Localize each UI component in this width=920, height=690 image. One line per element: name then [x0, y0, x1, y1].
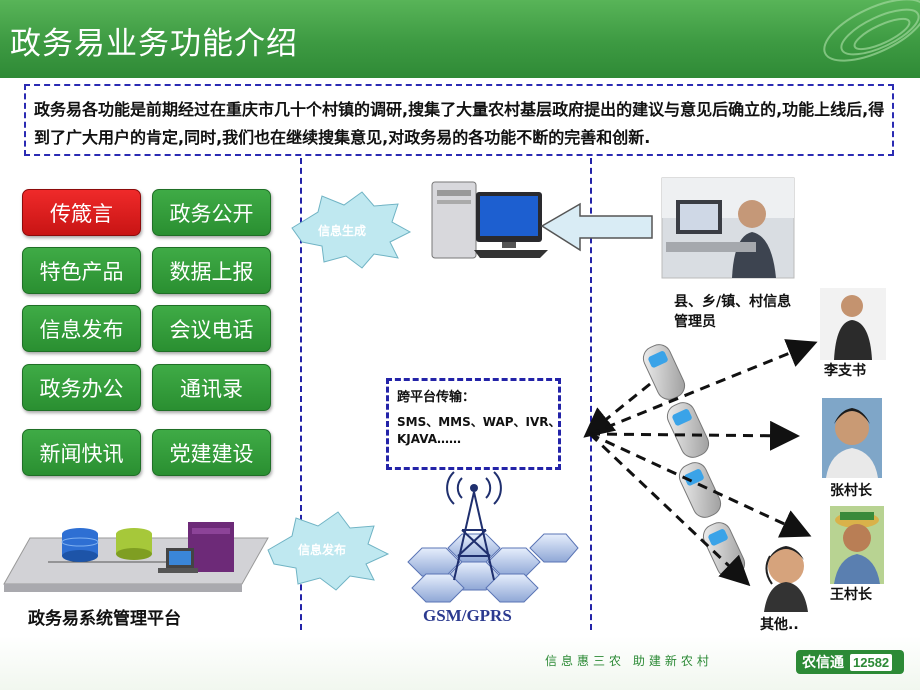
admin-label: 县、乡/镇、村信息管理员 — [674, 294, 792, 330]
admin-photo — [661, 177, 795, 279]
header-bar — [0, 0, 920, 78]
network-label: GSM/GPRS — [423, 606, 512, 625]
footer-bar — [0, 636, 920, 690]
recipient-label-wang: 王村长 — [830, 587, 872, 603]
burst-label-publish: 信息发布 — [298, 543, 347, 557]
arrow-to-computer — [540, 202, 653, 252]
recipient-photo-li — [820, 288, 886, 360]
server-platform — [3, 522, 269, 592]
recipient-photo-other — [764, 546, 808, 612]
divider-right — [590, 158, 592, 630]
burst-bottom — [267, 511, 390, 591]
page-title: 政务易业务功能介绍 — [10, 26, 298, 62]
burst-top — [291, 191, 412, 269]
recipient-photo-wang — [830, 506, 884, 584]
gsm-tower-icon — [407, 471, 579, 603]
intro-box — [24, 84, 894, 156]
brand-logo: 农信通 12582 — [796, 650, 904, 674]
brand-number: 12582 — [850, 653, 893, 671]
divider-left — [300, 158, 302, 630]
function-button-tongxunlu[interactable]: 通讯录 — [152, 364, 271, 411]
function-button-xinwen-kuaixun[interactable]: 新闻快讯 — [22, 429, 141, 476]
platform-label: 政务易系统管理平台 — [28, 609, 181, 629]
recipient-label-li: 李支书 — [824, 363, 866, 379]
footer-slogan: 信息惠三农 助建新农村 — [545, 654, 713, 668]
function-button-xinxi-fabu[interactable]: 信息发布 — [22, 305, 141, 352]
burst-label-generate: 信息生成 — [318, 224, 367, 238]
function-button-zhengwu-gongkai[interactable]: 政务公开 — [152, 189, 271, 236]
brand-name: 农信通 — [802, 655, 844, 671]
phone-icons — [642, 344, 746, 578]
function-button-zhengwu-bangong[interactable]: 政务办公 — [22, 364, 141, 411]
dashed-arrows — [583, 339, 818, 587]
function-button-tese-chanpin[interactable]: 特色产品 — [22, 247, 141, 294]
function-button-dangjian-jianshe[interactable]: 党建建设 — [152, 429, 271, 476]
function-button-shuju-shangbao[interactable]: 数据上报 — [152, 247, 271, 294]
computer-icon — [431, 181, 548, 259]
header-swirl-decoration — [823, 0, 920, 62]
cross-platform-title: 跨平台传输： — [397, 390, 476, 405]
function-button-chuanzhenyan[interactable]: 传箴言 — [22, 189, 141, 236]
function-button-huiyi-dianhua[interactable]: 会议电话 — [152, 305, 271, 352]
recipient-photo-zhang — [822, 398, 882, 478]
cross-platform-protocols: SMS、MMS、WAP、IVR、KJAVA…… — [397, 415, 561, 446]
cross-platform-box — [386, 378, 561, 470]
intro-text: 政务易各功能是前期经过在重庆市几十个村镇的调研,搜集了大量农村基层政府提出的建议… — [34, 100, 885, 147]
recipient-label-other: 其他.. — [760, 617, 799, 633]
recipient-label-zhang: 张村长 — [830, 483, 872, 499]
